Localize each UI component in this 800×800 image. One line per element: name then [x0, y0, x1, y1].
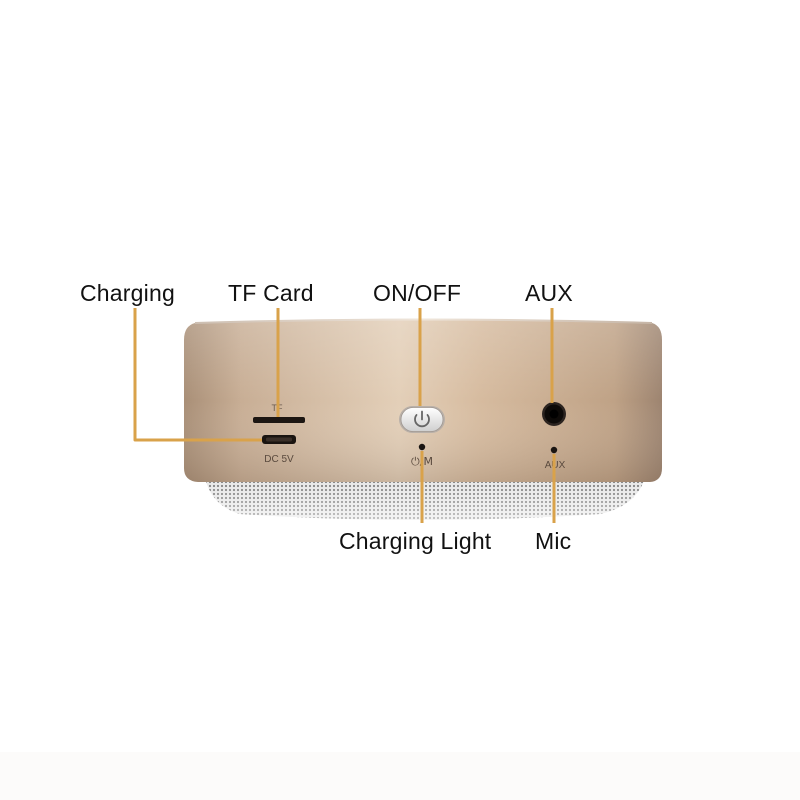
- leader-lines: [133, 308, 556, 523]
- bottom-band: [0, 752, 800, 800]
- label-mic: Mic: [535, 528, 572, 554]
- leader-line-charging: [133, 308, 262, 442]
- label-charging: Charging: [80, 280, 175, 306]
- mic-hole: [550, 446, 558, 454]
- label-tf-card: TF Card: [228, 280, 314, 306]
- power-button[interactable]: [399, 406, 445, 433]
- speaker-grille: [205, 478, 645, 520]
- dc-marking: DC 5V: [264, 454, 294, 465]
- label-charging-light: Charging Light: [339, 528, 492, 554]
- label-aux: AUX: [525, 280, 573, 306]
- power-icon: [414, 410, 430, 428]
- charging-light-dot: [418, 443, 426, 451]
- speaker-body: [184, 318, 662, 482]
- label-on-off: ON/OFF: [373, 280, 462, 306]
- tf-card-slot: [253, 417, 305, 423]
- aux-jack: [542, 402, 566, 426]
